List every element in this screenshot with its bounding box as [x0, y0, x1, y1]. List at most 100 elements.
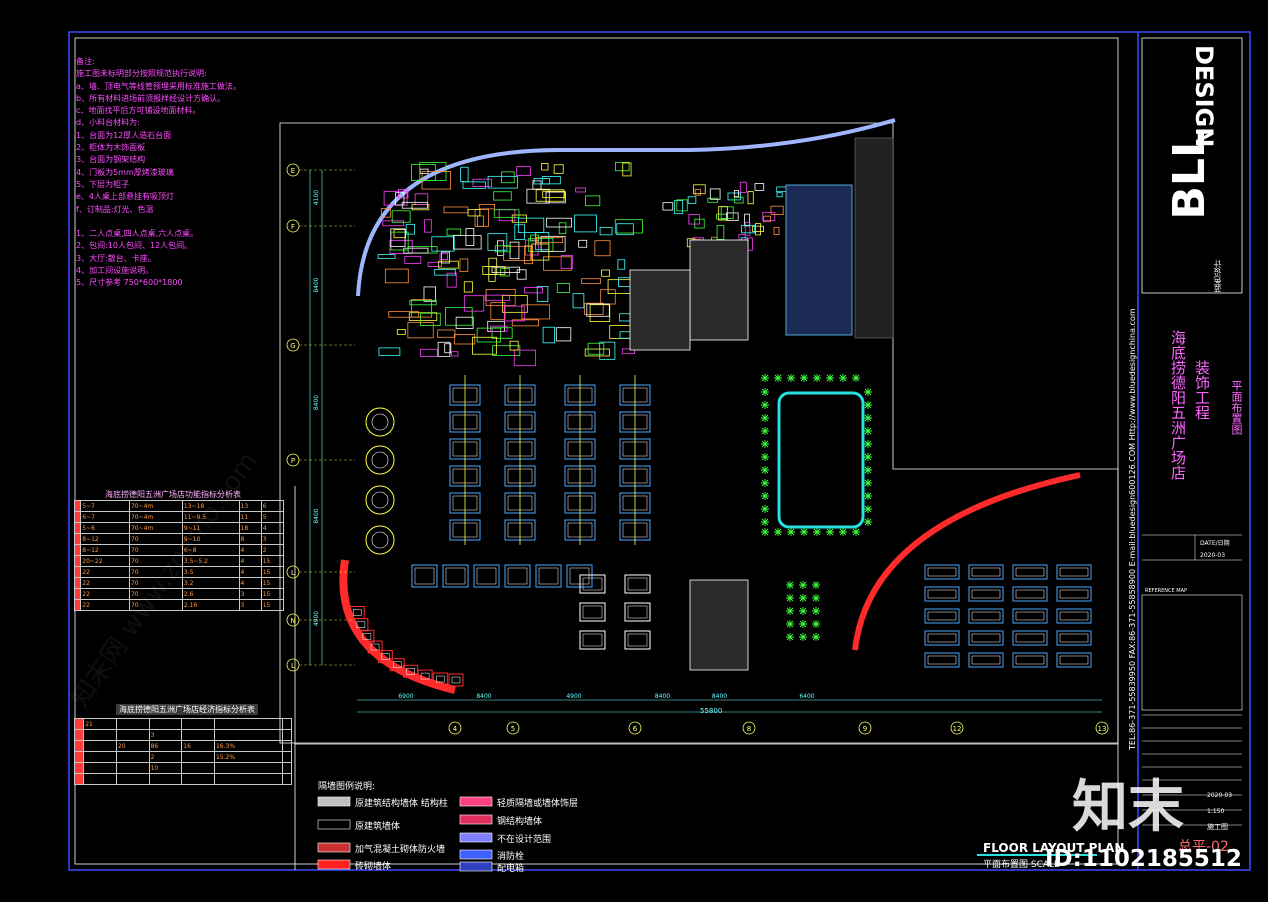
- table-cell: [213, 773, 283, 785]
- kitchen-equipment: [747, 237, 753, 251]
- table: [924, 564, 960, 580]
- titleblock-rows: [1142, 534, 1242, 826]
- kitchen-equipment: [734, 196, 744, 204]
- dim-text: 8400: [313, 277, 320, 292]
- table-cell: 20~22: [80, 555, 130, 567]
- kitchen-equipment: [614, 219, 643, 234]
- kitchen-equipment: [676, 199, 688, 212]
- kitchen-equipment: [401, 201, 428, 209]
- kitchen-equipment: [511, 319, 539, 327]
- table-cell: 5~7: [80, 500, 130, 512]
- kitchen-equipment: [578, 239, 588, 248]
- floor-layout-underline: [977, 854, 1097, 856]
- kitchen-equipment: [726, 212, 739, 221]
- table: [535, 564, 562, 588]
- plant: [774, 374, 782, 382]
- plant: [761, 466, 769, 474]
- kitchen-equipment: [616, 223, 634, 236]
- plant: [786, 633, 794, 641]
- axis-label: 6: [633, 725, 638, 733]
- kitchen-equipment: [444, 343, 452, 354]
- kitchen-equipment: [542, 190, 566, 199]
- table-cell: [83, 729, 117, 741]
- table-cell: [73, 729, 85, 741]
- table-cell: 3: [148, 729, 183, 741]
- firm-logo: BLL: [1164, 130, 1215, 220]
- kitchen-equipment: [438, 260, 459, 269]
- note-line: 5、尺寸参考 750*600*1800: [76, 278, 183, 288]
- kitchen-equipment: [476, 215, 484, 227]
- kitchen-equipment: [377, 254, 396, 260]
- floor-layout-label: FLOOR LAYOUT PLAN: [983, 841, 1125, 855]
- kitchen-equipment: [763, 215, 771, 223]
- kitchen-equipment: [716, 225, 725, 240]
- table-top: [445, 567, 466, 585]
- table-cell: [281, 773, 293, 785]
- table-top: [1059, 611, 1089, 621]
- kitchen-equipment: [384, 268, 409, 284]
- table-cell: 15.2%: [213, 751, 283, 763]
- kitchen-equipment: [380, 208, 391, 218]
- table-cell: 10: [148, 762, 183, 774]
- table-top: [436, 675, 445, 683]
- kitchen-equipment: [560, 255, 574, 269]
- kitchen-equipment: [744, 213, 750, 227]
- plant: [761, 427, 769, 435]
- axis-label: 5: [511, 725, 515, 733]
- kitchen-area: [377, 161, 790, 367]
- kitchen-equipment: [440, 251, 451, 264]
- table: [924, 652, 960, 668]
- table-top: [420, 672, 430, 680]
- kitchen-equipment: [762, 211, 776, 221]
- table-cell: [213, 762, 283, 774]
- table: [624, 630, 651, 650]
- table-cell: [115, 751, 150, 763]
- pool: [777, 391, 865, 529]
- kitchen-equipment: [601, 269, 610, 277]
- kitchen-equipment: [517, 217, 545, 234]
- table-top: [971, 589, 1001, 599]
- legend-swatch: [317, 819, 351, 830]
- kitchen-equipment: [451, 351, 459, 357]
- table-cell: [281, 740, 293, 752]
- plant: [761, 401, 769, 409]
- table-cell: [115, 718, 150, 730]
- table-top: [927, 589, 957, 599]
- table-cell: 15: [260, 566, 285, 578]
- table-top: [507, 567, 528, 585]
- plant: [812, 594, 820, 602]
- table: [442, 564, 469, 588]
- table-cell: 4: [238, 544, 262, 556]
- table: [1056, 586, 1092, 602]
- kitchen-equipment: [482, 266, 506, 275]
- table-cell: 15: [260, 599, 285, 611]
- kitchen-equipment: [575, 187, 586, 193]
- plant: [812, 620, 820, 628]
- table-cell: [213, 718, 283, 730]
- table-cell: 6: [260, 500, 285, 512]
- kitchen-equipment: [491, 266, 521, 274]
- kitchen-equipment: [558, 222, 567, 235]
- table-cell: [281, 718, 293, 730]
- plant: [839, 528, 847, 536]
- dim-text: 6900: [398, 693, 413, 700]
- kitchen-equipment: [621, 348, 636, 355]
- table-cell: 8: [238, 533, 262, 545]
- note-line: e、4人桌上部悬挂有吸顶灯: [76, 192, 175, 202]
- table: [968, 586, 1004, 602]
- kitchen-equipment: [535, 189, 565, 202]
- table: [377, 650, 393, 664]
- kitchen-equipment: [541, 163, 549, 171]
- kitchen-equipment: [493, 209, 520, 218]
- table-cell: 3: [238, 588, 262, 600]
- kitchen-equipment: [755, 223, 761, 236]
- kitchen-equipment: [420, 312, 441, 326]
- table-cell: [281, 751, 293, 763]
- kitchen-equipment: [744, 222, 751, 236]
- plant: [812, 633, 820, 641]
- kitchen-equipment: [572, 293, 585, 309]
